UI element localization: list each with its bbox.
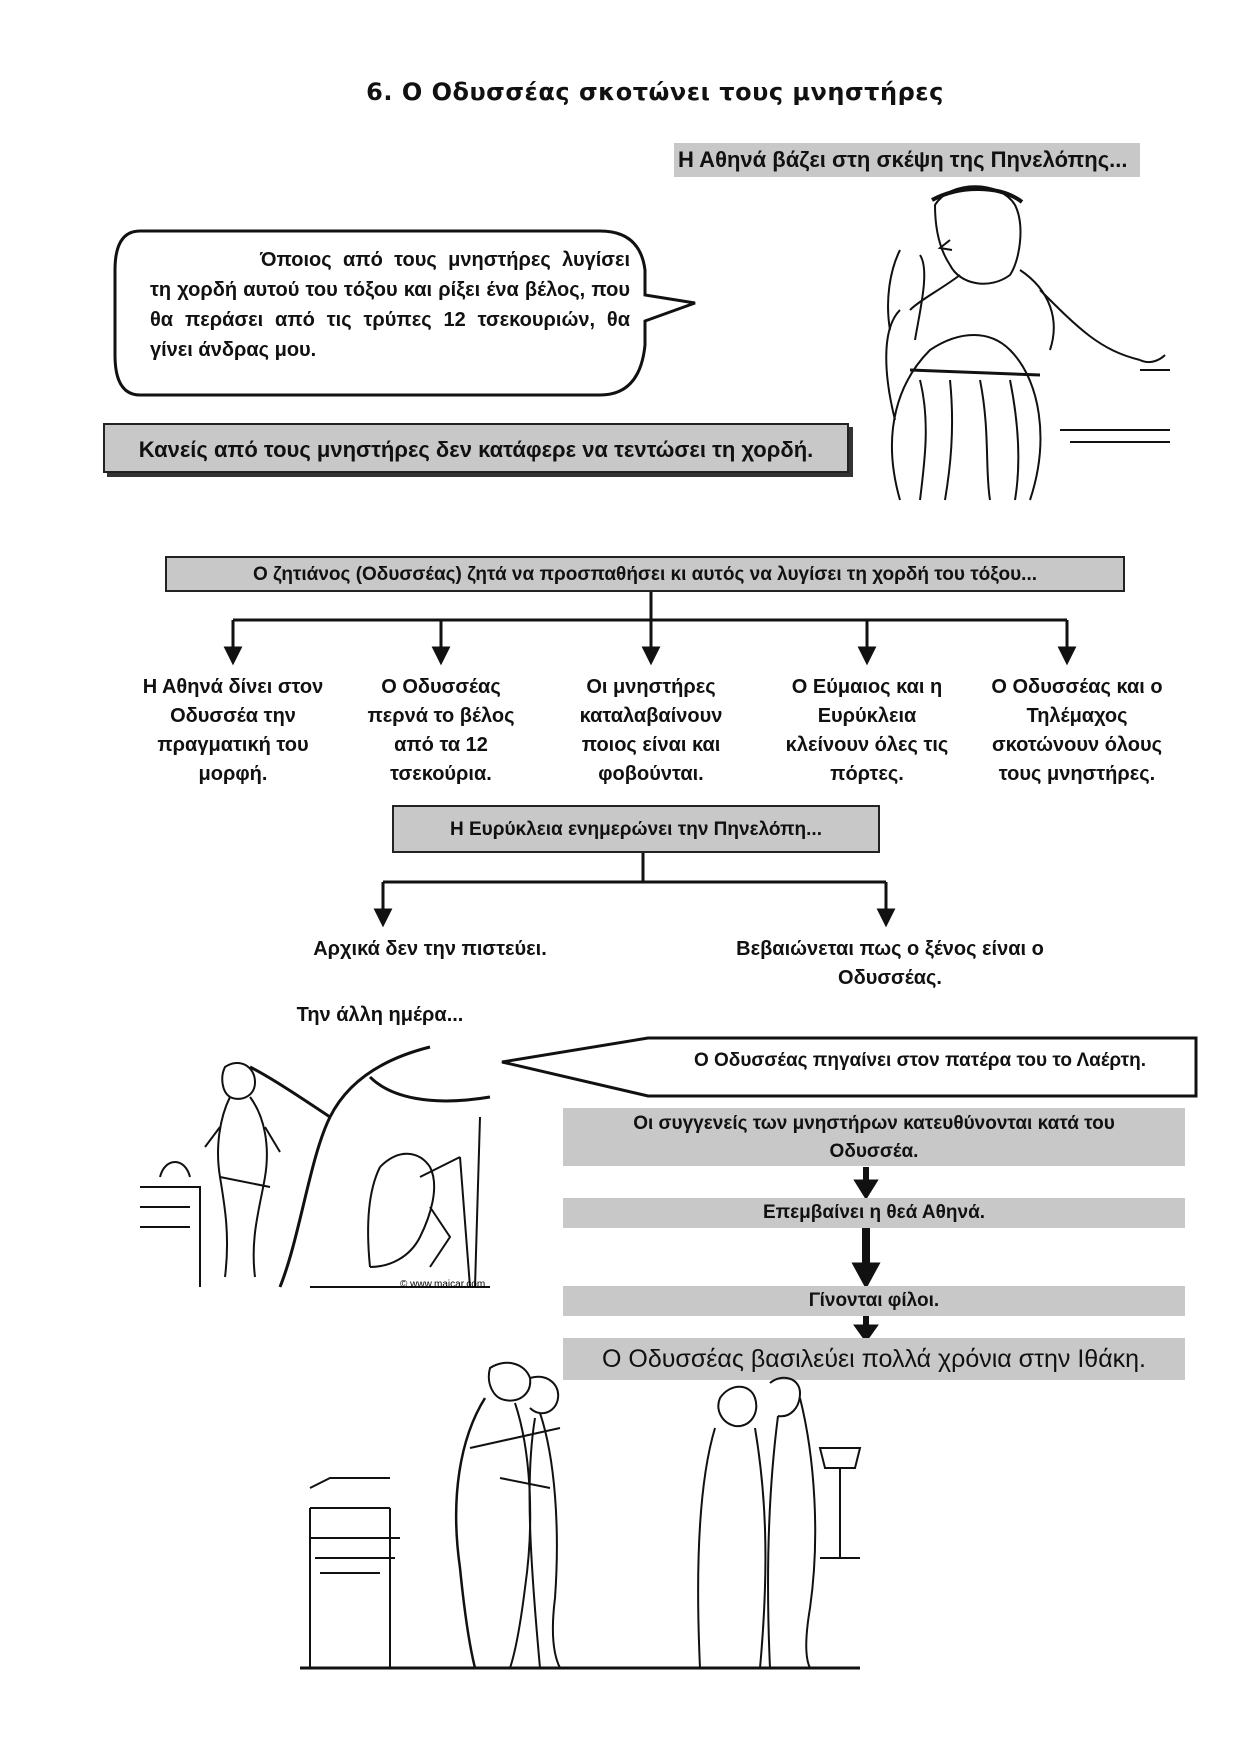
branch-line: Ο Εύμαιος και η — [770, 673, 964, 702]
sub-branch-line: Οδυσσέας. — [700, 964, 1080, 993]
branch-line: Ο Οδυσσέας — [350, 673, 532, 702]
eurykleia-box: Η Ευρύκλεια ενημερώνει την Πηνελόπη... — [392, 805, 880, 853]
branch-line: κλείνουν όλες τις — [770, 731, 964, 760]
page-title: 6. Ο Οδυσσέας σκοτώνει τους μνηστήρες — [0, 78, 1240, 106]
branch-line: καταλαβαίνουν — [550, 702, 752, 731]
branch-line: περνά το βέλος — [350, 702, 532, 731]
speech-text: Όποιος από τους μνηστήρες λυγίσει τη χορ… — [150, 249, 630, 361]
sub-branch-confirm: Βεβαιώνεται πως ο ξένος είναι ο Οδυσσέας… — [700, 935, 1080, 993]
branch-doors: Ο Εύμαιος και η Ευρύκλεια κλείνουν όλες … — [770, 673, 964, 789]
branch-line: σκοτώνουν όλους — [972, 731, 1182, 760]
flow-line: Γίνονται φίλοι. — [563, 1286, 1185, 1316]
flow-line: Οι συγγενείς των μνηστήρων κατευθύνονται… — [563, 1110, 1185, 1138]
flow-step-relatives: Οι συγγενείς των μνηστήρων κατευθύνονται… — [563, 1108, 1185, 1166]
branch-arrow: Ο Οδυσσέας περνά το βέλος από τα 12 τσεκ… — [350, 673, 532, 789]
next-day-label: Την άλλη ημέρα... — [270, 1001, 490, 1030]
branch-suitors: Οι μνηστήρες καταλαβαίνουν ποιος είναι κ… — [550, 673, 752, 789]
speech-bubble-text: Όποιος από τους μνηστήρες λυγίσει τη χορ… — [150, 245, 630, 365]
reunion-illustration — [300, 1358, 870, 1678]
branch-line: Οι μνηστήρες — [550, 673, 752, 702]
branch-line: Τηλέμαχος — [972, 702, 1182, 731]
branch-line: φοβούνται. — [550, 760, 752, 789]
beggar-box: Ο ζητιάνος (Οδυσσέας) ζητά να προσπαθήσε… — [165, 556, 1125, 592]
branch-line: Οδυσσέα την — [120, 702, 346, 731]
flow-line: Οδυσσέα. — [563, 1138, 1185, 1166]
branch-line: πραγματική του — [120, 731, 346, 760]
branch-line: τσεκούρια. — [350, 760, 532, 789]
penelope-illustration — [840, 180, 1180, 508]
branch-line: πόρτες. — [770, 760, 964, 789]
branch-line: τους μνηστήρες. — [972, 760, 1182, 789]
flow-step-athena: Επεμβαίνει η θεά Αθηνά. — [563, 1198, 1185, 1228]
image-credit: © www.maicar.com — [400, 1279, 485, 1290]
branch-kill: Ο Οδυσσέας και ο Τηλέμαχος σκοτώνουν όλο… — [972, 673, 1182, 789]
branch-line: Ο Οδυσσέας και ο — [972, 673, 1182, 702]
branch-line: Ευρύκλεια — [770, 702, 964, 731]
nobody-managed-box: Κανείς από τους μνηστήρες δεν κατάφερε ν… — [103, 423, 849, 473]
laertes-callout-text: Ο Οδυσσέας πηγαίνει στον πατέρα του το Λ… — [650, 1046, 1190, 1075]
branch-line: μορφή. — [120, 760, 346, 789]
branch-line: από τα 12 — [350, 731, 532, 760]
sub-branch-line: Βεβαιώνεται πως ο ξένος είναι ο — [700, 935, 1080, 964]
sub-branch-disbelief: Αρχικά δεν την πιστεύει. — [270, 935, 590, 964]
sub-branch-line: Αρχικά δεν την πιστεύει. — [270, 935, 590, 964]
flow-step-friends: Γίνονται φίλοι. — [563, 1286, 1185, 1316]
branch-line: Η Αθηνά δίνει στον — [120, 673, 346, 702]
branch-athena: Η Αθηνά δίνει στον Οδυσσέα την πραγματικ… — [120, 673, 346, 789]
athena-header: Η Αθηνά βάζει στη σκέψη της Πηνελόπης... — [674, 143, 1140, 177]
flow-line: Επεμβαίνει η θεά Αθηνά. — [563, 1198, 1185, 1228]
branch-line: ποιος είναι και — [550, 731, 752, 760]
laertes-illustration: © www.maicar.com — [130, 1037, 504, 1291]
